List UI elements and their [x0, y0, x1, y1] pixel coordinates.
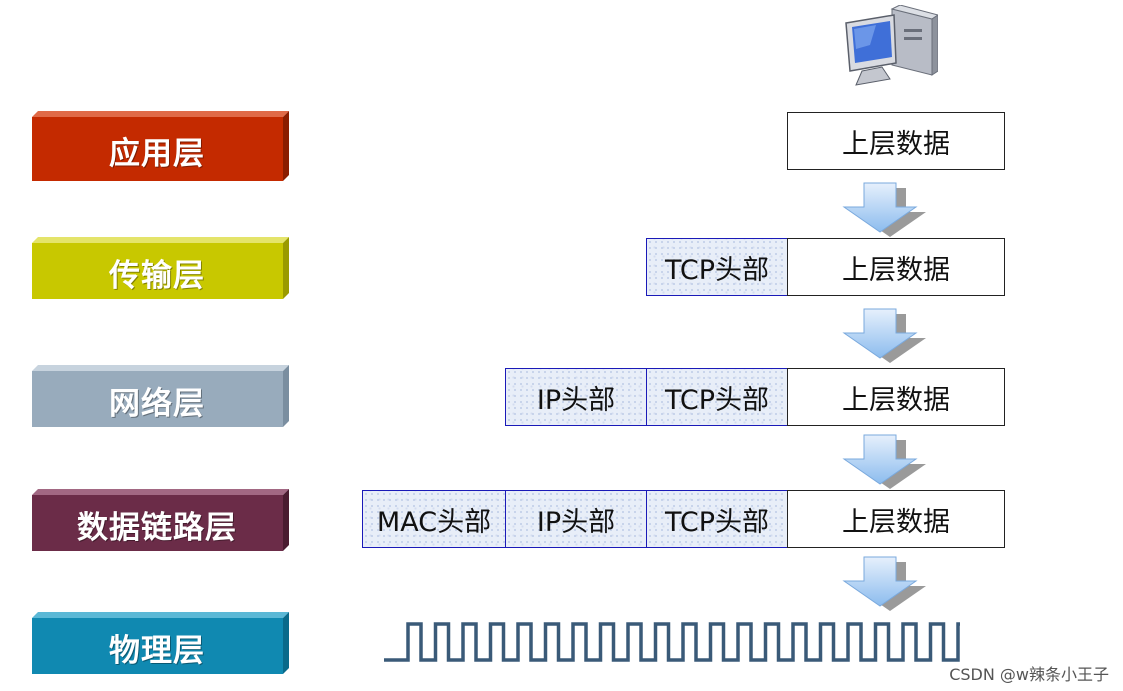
- layer-label: 物理层: [109, 632, 205, 669]
- ip-header-cell: IP头部: [505, 368, 647, 426]
- down-arrow-icon: [842, 556, 926, 611]
- layer-label: 网络层: [109, 385, 205, 422]
- upper-data-cell: 上层数据: [787, 112, 1005, 170]
- computer-icon: [842, 4, 940, 91]
- mac-header-cell: MAC头部: [362, 490, 506, 548]
- tcp-header-cell: TCP头部: [646, 368, 788, 426]
- layer-application: 应用层: [32, 111, 289, 181]
- upper-data-cell: 上层数据: [787, 238, 1005, 296]
- layer-label: 传输层: [109, 257, 205, 294]
- layer-physical: 物理层: [32, 612, 289, 682]
- down-arrow-icon: [842, 434, 926, 489]
- upper-data-cell: 上层数据: [787, 368, 1005, 426]
- tcp-header-cell: TCP头部: [646, 238, 788, 296]
- down-arrow-icon: [842, 308, 926, 363]
- layer-label: 应用层: [109, 135, 205, 172]
- down-arrow-icon: [842, 182, 926, 237]
- layer-data-link: 数据链路层: [32, 489, 289, 559]
- upper-data-cell: 上层数据: [787, 490, 1005, 548]
- layer-transport: 传输层: [32, 237, 289, 307]
- layer-label: 数据链路层: [77, 509, 237, 546]
- layer-network: 网络层: [32, 365, 289, 435]
- ip-header-cell: IP头部: [505, 490, 647, 548]
- watermark: CSDN @w辣条小王子: [949, 665, 1109, 684]
- tcp-header-cell: TCP头部: [646, 490, 788, 548]
- square-wave-signal: [384, 622, 960, 662]
